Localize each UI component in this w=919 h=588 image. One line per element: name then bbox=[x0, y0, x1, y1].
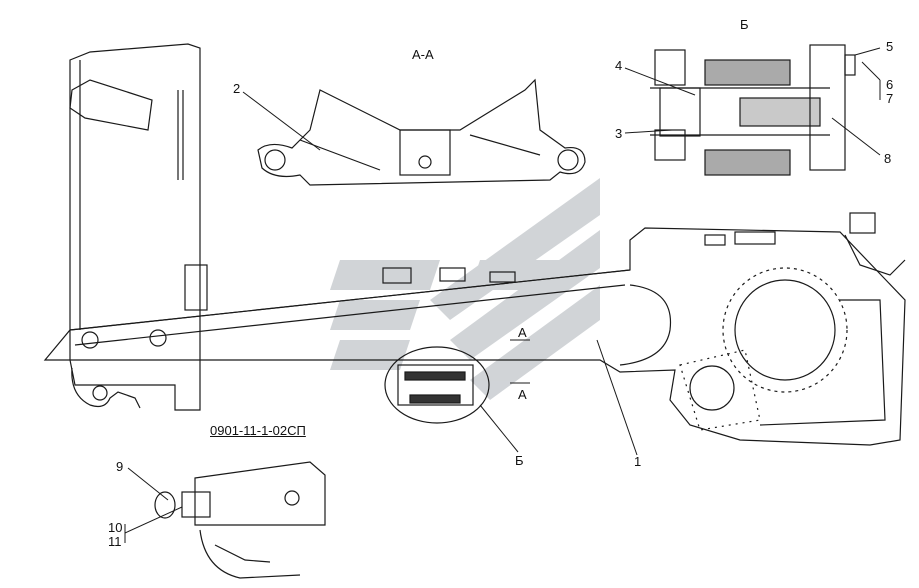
callout-7: 7 bbox=[886, 91, 894, 106]
cut-mark-a-bottom: А bbox=[518, 387, 527, 402]
pivot-hole-large bbox=[734, 279, 836, 381]
callout-5: 5 bbox=[886, 39, 894, 54]
detail-b-marker: Б bbox=[515, 453, 524, 468]
callout-4: 4 bbox=[615, 58, 623, 73]
callout-8: 8 bbox=[884, 151, 892, 166]
post-bracket bbox=[69, 79, 153, 131]
callout-1: 1 bbox=[634, 454, 642, 469]
leader-lines bbox=[124, 47, 881, 543]
callout-3: 3 bbox=[615, 126, 623, 141]
drawing-number: 0901-11-1-02СП bbox=[210, 423, 306, 438]
callout-10: 10 bbox=[108, 520, 123, 535]
long-beam bbox=[43, 227, 906, 446]
detail-title-b: Б bbox=[740, 17, 749, 32]
cut-mark-a-top: А bbox=[518, 325, 527, 340]
section-a-a bbox=[257, 78, 586, 186]
vertical-post bbox=[69, 43, 201, 411]
section-title-a-a: А-А bbox=[412, 47, 434, 62]
detail-b bbox=[650, 44, 856, 176]
watermark-logo bbox=[330, 178, 600, 400]
callout-11: 11 bbox=[108, 534, 122, 549]
main-assembly bbox=[43, 43, 906, 446]
detail-lower-left bbox=[154, 461, 326, 579]
pivot-hole-small bbox=[689, 365, 735, 411]
callout-9: 9 bbox=[116, 459, 124, 474]
callout-2: 2 bbox=[233, 81, 241, 96]
hook-bottom bbox=[71, 367, 141, 409]
detail-b-circle bbox=[384, 346, 490, 424]
callout-6: 6 bbox=[886, 77, 894, 92]
